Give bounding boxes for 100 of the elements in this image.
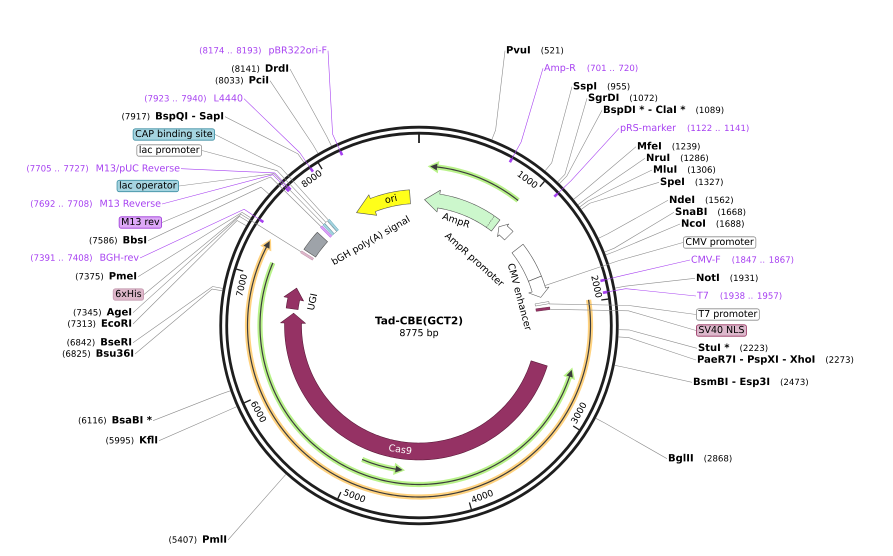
feature-tag: lac promoter bbox=[136, 144, 202, 157]
feature-label: UGI bbox=[307, 294, 318, 310]
leader-line bbox=[244, 98, 311, 168]
enzyme-label: MluI (1306) bbox=[654, 165, 716, 174]
primer-label: CMV-F (1847 .. 1867) bbox=[692, 256, 794, 264]
leader-line bbox=[604, 212, 674, 252]
enzyme-label: BglII (2868) bbox=[668, 454, 732, 464]
enzyme-label: (5407) PmlI bbox=[169, 535, 226, 544]
leader-line bbox=[606, 224, 680, 256]
feature-mark bbox=[327, 219, 339, 232]
leader-line bbox=[578, 158, 646, 206]
enzyme-label: (7345) AgeI bbox=[74, 308, 132, 318]
primer-label: T7 (1938 .. 1957) bbox=[696, 292, 782, 300]
leader-line bbox=[134, 288, 223, 354]
feature-mark bbox=[534, 301, 550, 306]
enzyme-label: (7313) EcoRI bbox=[68, 319, 132, 328]
enzyme-label: SnaBI (1668) bbox=[676, 208, 746, 216]
leader-line bbox=[512, 68, 544, 159]
feature-tag: T7 promoter bbox=[696, 308, 760, 321]
feature-tag: M13 rev bbox=[118, 216, 162, 229]
leader-line bbox=[138, 212, 252, 277]
leader-line bbox=[328, 50, 341, 152]
enzyme-label: (6116) BsaBI * bbox=[78, 416, 152, 425]
leader-line bbox=[544, 242, 684, 286]
leader-line bbox=[162, 176, 322, 227]
enzyme-label: (7917) BspQI - SapI bbox=[122, 112, 224, 122]
leader-line bbox=[614, 278, 696, 288]
enzyme-label: MfeI (1239) bbox=[638, 142, 700, 151]
feature-tag: SV40 NLS bbox=[696, 324, 747, 337]
enzyme-label: (5995) KflI bbox=[106, 436, 158, 445]
enzyme-label: BsmBI - Esp3I (2473) bbox=[694, 378, 808, 388]
enzyme-label: BspDI * - ClaI * (1089) bbox=[604, 105, 724, 116]
tick-label: 6000 bbox=[251, 402, 266, 422]
leader-line bbox=[559, 110, 602, 184]
leader-line bbox=[224, 116, 304, 163]
leader-line bbox=[596, 418, 668, 459]
leader-line bbox=[148, 186, 270, 241]
leader-line bbox=[544, 86, 572, 172]
leader-line bbox=[581, 182, 660, 210]
leader-line bbox=[598, 200, 668, 239]
primer-mark bbox=[553, 192, 558, 198]
enzyme-label: NruI (1286) bbox=[646, 154, 708, 162]
enzyme-label: NcoI (1688) bbox=[682, 219, 744, 228]
primer-label: (7692 .. 7708) M13 Reverse bbox=[30, 200, 160, 208]
primer-mark bbox=[339, 150, 344, 156]
leader-line bbox=[270, 80, 318, 154]
leader-line bbox=[140, 208, 260, 258]
enzyme-label: PvuI (521) bbox=[506, 46, 564, 55]
leader-line bbox=[618, 329, 698, 349]
leader-line bbox=[228, 474, 286, 540]
primer-label: (7705 .. 7727) M13/pUC Reverse bbox=[27, 164, 180, 174]
leader-line bbox=[152, 390, 231, 421]
primer-label: (8174 .. 8193) pBR322ori-F bbox=[200, 46, 326, 56]
leader-line bbox=[132, 216, 249, 313]
feature-mark bbox=[320, 226, 332, 238]
leader-line bbox=[290, 68, 332, 146]
primer-mark bbox=[259, 218, 264, 224]
tick-label: 7000 bbox=[236, 274, 247, 296]
feature-mark bbox=[300, 250, 314, 260]
primer-mark bbox=[285, 187, 290, 192]
leader-line bbox=[202, 150, 326, 222]
leader-line bbox=[618, 336, 696, 360]
primer-mark bbox=[602, 290, 608, 294]
feature-mark bbox=[536, 306, 550, 312]
leader-line bbox=[180, 168, 288, 187]
leader-line bbox=[144, 214, 302, 295]
leader-line bbox=[579, 170, 652, 208]
leader-line bbox=[162, 174, 286, 204]
enzyme-label: (7375) PmeI bbox=[76, 272, 136, 281]
primer-label: (7391 .. 7408) BGH-rev bbox=[30, 254, 139, 262]
enzyme-label: (8141) DrdI bbox=[232, 64, 288, 73]
enzyme-label: SgrDI (1072) bbox=[588, 94, 658, 104]
leader-line bbox=[132, 220, 246, 324]
leader-line bbox=[550, 309, 696, 331]
plasmid-ring bbox=[219, 126, 619, 526]
primer-label: Amp-R (701 .. 720) bbox=[544, 64, 638, 73]
feature-tag: lac operator bbox=[116, 180, 180, 192]
enzyme-label: StuI * (2223) bbox=[698, 344, 768, 352]
leader-line bbox=[158, 406, 237, 441]
primer-mark bbox=[600, 278, 605, 282]
feature-tag: CMV promoter bbox=[683, 236, 756, 249]
enzyme-label: NdeI (1562) bbox=[670, 195, 733, 204]
feature-tag: CAP binding site bbox=[132, 128, 216, 141]
leader-line bbox=[604, 260, 690, 280]
leader-line bbox=[573, 146, 636, 200]
primer-label: (7923 .. 7940) L4440 bbox=[144, 94, 242, 103]
leader-line bbox=[606, 288, 696, 296]
orf-band bbox=[361, 457, 406, 475]
enzyme-label: SspI (955) bbox=[574, 82, 630, 92]
enzyme-label: NotI (1931) bbox=[696, 274, 758, 282]
feature-tag: 6xHis bbox=[112, 288, 144, 301]
plasmid-name: Tad-CBE(GCT2) bbox=[375, 316, 462, 326]
primer-label: pRS-marker (1122 .. 1141) bbox=[620, 124, 749, 133]
enzyme-label: (6825) Bsu36I bbox=[62, 349, 134, 358]
tick-label: 5000 bbox=[343, 488, 366, 502]
enzyme-label: PaeR7I - PspXI - XhoI (2273) bbox=[698, 355, 854, 365]
enzyme-label: (8033) PciI bbox=[216, 76, 268, 85]
leader-line bbox=[557, 128, 620, 194]
feature-mark bbox=[324, 220, 337, 234]
leader-line bbox=[214, 134, 329, 220]
